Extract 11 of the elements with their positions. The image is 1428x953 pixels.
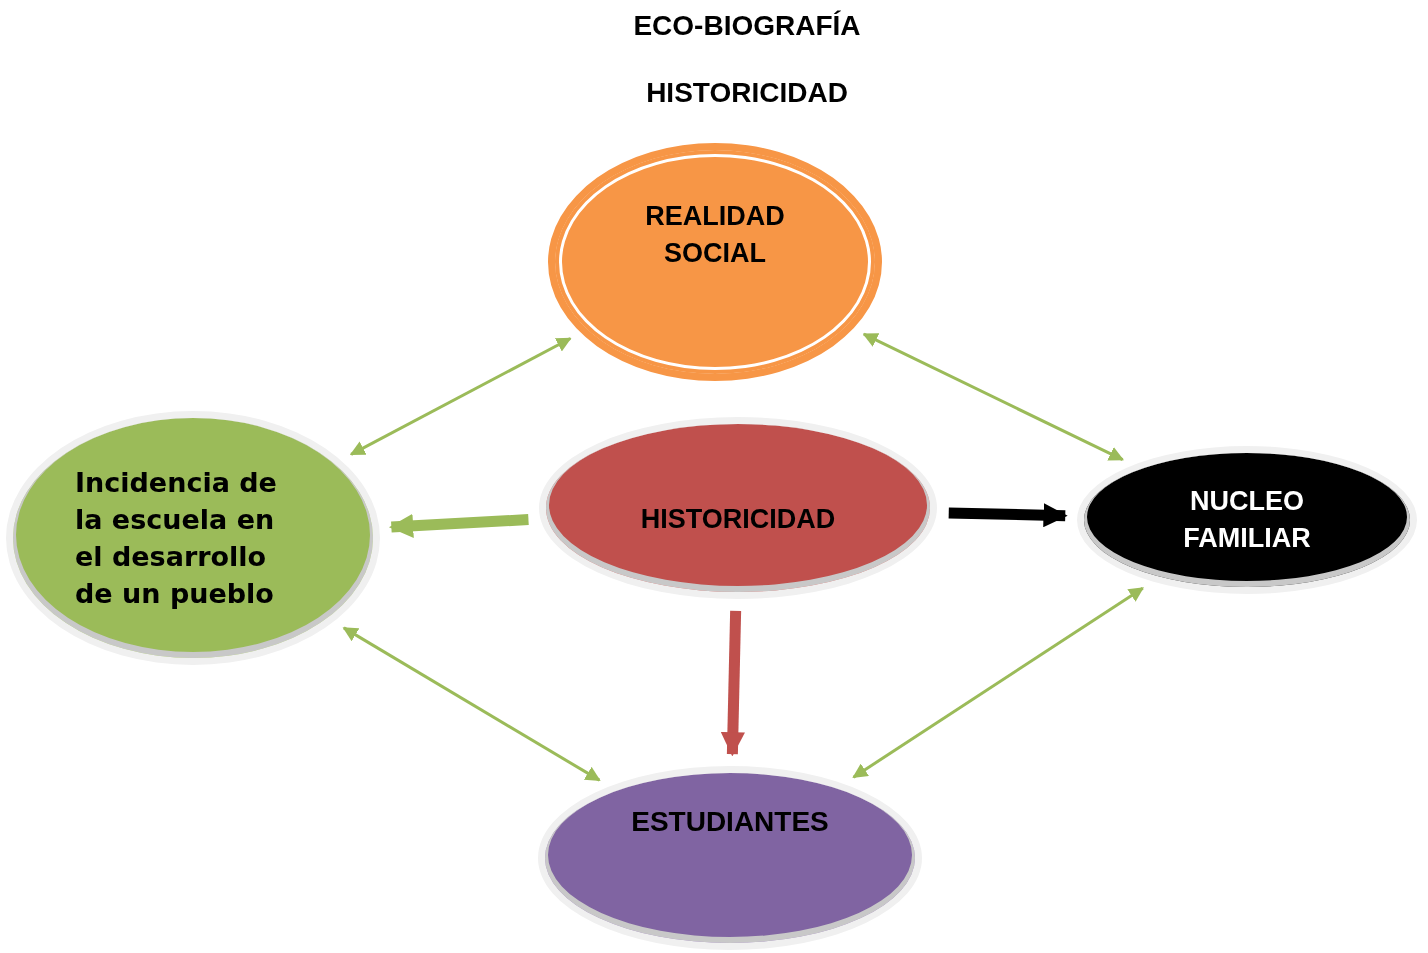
subtitle: HISTORICIDAD	[645, 77, 849, 109]
diagram-title: ECO-BIOGRAFÍA	[632, 10, 862, 42]
node-label: ESTUDIANTES	[630, 805, 830, 839]
arrow	[388, 513, 529, 538]
node-label: NUCLEO FAMILIAR	[1182, 484, 1312, 555]
arrow	[349, 337, 572, 456]
node-label: HISTORICIDAD	[639, 503, 837, 537]
node-label: Incidencia de la escuela en el desarrollo de un pueblo	[75, 465, 278, 612]
arrow	[342, 626, 601, 782]
node-label: REALIDAD SOCIAL	[644, 200, 786, 271]
arrow	[948, 503, 1068, 528]
